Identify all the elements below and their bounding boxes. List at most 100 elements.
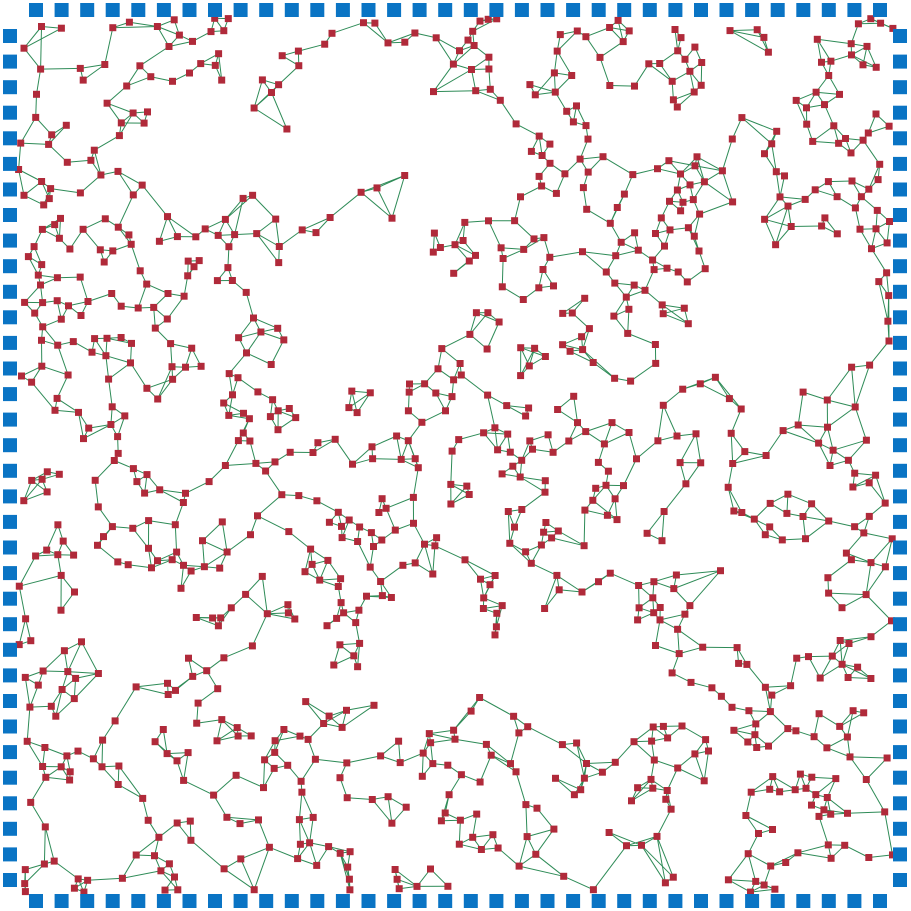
mesh-edge bbox=[267, 613, 295, 620]
mesh-edge bbox=[727, 487, 735, 512]
interior-node bbox=[823, 794, 831, 801]
interior-node bbox=[838, 604, 846, 612]
mesh-edge bbox=[775, 205, 789, 245]
interior-node bbox=[461, 218, 469, 226]
interior-node bbox=[684, 224, 692, 232]
mesh-edge bbox=[398, 741, 401, 763]
interior-node bbox=[803, 104, 810, 112]
mesh-edge bbox=[535, 853, 565, 877]
interior-node bbox=[550, 69, 558, 77]
interior-node bbox=[762, 452, 770, 459]
mesh-edge bbox=[661, 304, 689, 325]
boundary-node bbox=[893, 233, 907, 248]
boundary-node bbox=[893, 438, 907, 453]
interior-node bbox=[522, 548, 530, 556]
interior-node bbox=[309, 813, 317, 821]
boundary-node bbox=[387, 894, 402, 908]
mesh-edge bbox=[756, 29, 769, 53]
interior-node bbox=[269, 396, 277, 404]
boundary-node bbox=[893, 80, 907, 95]
interior-node bbox=[606, 569, 614, 577]
mesh-edge bbox=[218, 53, 223, 81]
interior-node bbox=[606, 24, 614, 31]
interior-node bbox=[270, 764, 278, 772]
mesh-edge bbox=[334, 439, 353, 465]
mesh-edge bbox=[183, 779, 214, 796]
interior-node bbox=[634, 246, 642, 254]
mesh-edge bbox=[458, 432, 484, 441]
interior-node bbox=[676, 459, 684, 467]
interior-node bbox=[589, 496, 597, 504]
mesh-edge bbox=[700, 62, 703, 86]
mesh-edge bbox=[848, 636, 872, 644]
interior-node bbox=[143, 280, 151, 288]
mesh-edge bbox=[387, 32, 416, 44]
interior-node bbox=[171, 873, 178, 881]
mesh-edge bbox=[841, 663, 872, 679]
boundary-node bbox=[361, 3, 376, 17]
mesh-edge bbox=[472, 18, 497, 32]
boundary-node bbox=[719, 894, 734, 908]
mesh-edge bbox=[745, 792, 752, 816]
mesh-edge bbox=[626, 835, 658, 847]
interior-node bbox=[816, 674, 824, 682]
interior-node bbox=[31, 309, 39, 317]
interior-node bbox=[565, 437, 573, 445]
interior-node bbox=[371, 19, 379, 27]
mesh-edge bbox=[135, 686, 169, 695]
mesh-edge bbox=[88, 424, 111, 429]
interior-node bbox=[818, 222, 826, 230]
mesh-edge bbox=[159, 489, 184, 503]
mesh-edge bbox=[25, 618, 32, 641]
interior-node bbox=[656, 60, 664, 67]
mesh-edge bbox=[632, 168, 658, 176]
interior-node bbox=[658, 537, 666, 545]
interior-node bbox=[859, 136, 867, 144]
mesh-edge bbox=[676, 570, 721, 576]
interior-node bbox=[370, 701, 378, 709]
interior-node bbox=[884, 317, 892, 325]
mesh-edge bbox=[868, 854, 893, 858]
interior-node bbox=[169, 77, 176, 85]
interior-node bbox=[63, 158, 71, 166]
interior-node bbox=[430, 88, 437, 96]
interior-node bbox=[648, 737, 656, 745]
interior-node bbox=[114, 223, 122, 231]
interior-node bbox=[434, 365, 442, 373]
mesh-edge bbox=[150, 76, 173, 82]
boundary-node bbox=[893, 719, 907, 734]
interior-node bbox=[671, 26, 679, 33]
mesh-edge bbox=[870, 538, 893, 563]
interior-node bbox=[702, 736, 710, 744]
interior-node bbox=[43, 488, 51, 496]
interior-node bbox=[213, 277, 221, 285]
interior-node bbox=[213, 737, 221, 745]
mesh-edge bbox=[661, 511, 665, 541]
interior-node bbox=[527, 147, 535, 155]
interior-node bbox=[369, 455, 377, 463]
interior-node bbox=[872, 225, 880, 233]
interior-node bbox=[560, 872, 568, 880]
interior-node bbox=[45, 140, 53, 148]
interior-node bbox=[469, 833, 477, 841]
mesh-edge bbox=[674, 29, 679, 51]
mesh-edge bbox=[385, 496, 414, 509]
interior-node bbox=[284, 609, 292, 617]
mesh-edge bbox=[535, 828, 555, 855]
interior-node bbox=[611, 758, 619, 766]
interior-node bbox=[210, 791, 218, 799]
interior-node bbox=[509, 462, 517, 470]
mesh-edge bbox=[521, 491, 546, 510]
boundary-node bbox=[745, 3, 760, 17]
mesh-edge bbox=[23, 478, 43, 502]
interior-node bbox=[18, 372, 25, 380]
interior-node bbox=[867, 559, 875, 567]
interior-node bbox=[59, 537, 67, 545]
interior-node bbox=[614, 16, 622, 24]
mesh-edge bbox=[305, 701, 330, 717]
interior-node bbox=[344, 863, 352, 871]
interior-node bbox=[402, 803, 410, 811]
mesh-edge bbox=[118, 765, 144, 799]
interior-node bbox=[866, 361, 874, 369]
mesh-edge bbox=[520, 476, 546, 482]
